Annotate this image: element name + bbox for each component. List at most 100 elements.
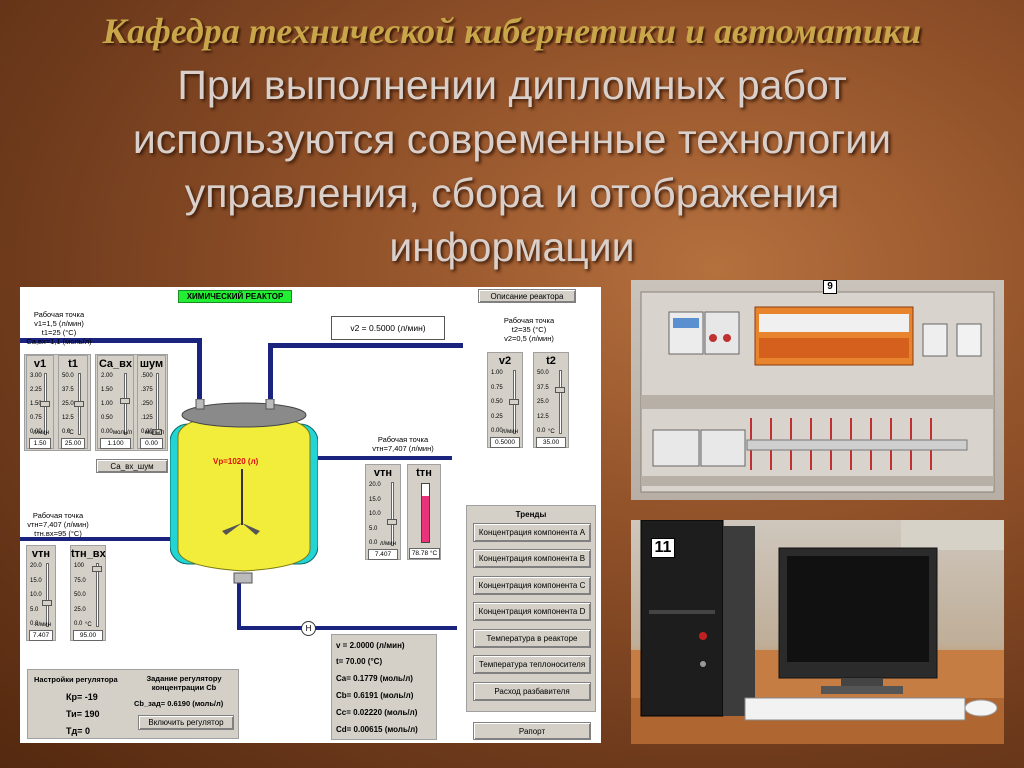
reactor-description-button[interactable]: Описание реактора [478,289,576,303]
regulator-td: Тд= 0 [66,726,90,736]
jacket-op-vtn: vтн=7,407 (л/мин) [372,444,434,453]
trend-button-component-d[interactable]: Концентрация компонента D [473,602,591,621]
left-op-title: Рабочая точка [33,310,85,319]
slider-ca-value: 1.100 [100,438,131,449]
slider-ca-unit: моль/л [113,430,133,436]
report-button[interactable]: Рапорт [473,722,591,740]
coolant-op-title: Рабочая точка [32,511,84,520]
result-t: t= 70.00 (°C) [336,657,383,666]
control-panel-photo: 9 [631,280,1004,500]
slider-noise-unit: моль/л [145,430,165,436]
slider-noise-tick: .250 [141,401,153,407]
slider-v1-tick: 3.00 [30,373,42,379]
slider-ca-handle[interactable] [120,398,130,405]
right-operating-point: Рабочая точка t2=35 (°C) v2=0,5 (л/мин) [494,316,564,343]
trend-button-coolant-temp[interactable]: Температура теплоносителя [473,655,591,674]
slider-noise-tick: .125 [141,415,153,421]
trend-button-component-b[interactable]: Концентрация компонента В [473,549,591,568]
slider-ttn_vh-tick: 0.0 [74,621,83,627]
slider-t2-value: 35.00 [536,437,566,448]
control-panel-illustration [640,291,995,493]
trend-button-diluent-flow[interactable]: Расход разбавителя [473,682,591,701]
result-ca: Ca= 0.1779 (моль/л) [336,674,413,683]
title-line-1: При выполнении дипломных работ [177,62,847,108]
regulator-settings-title: Настройки регулятора [34,675,118,684]
slider-t2-handle[interactable] [555,387,565,394]
slider-vtn_left-tick: 15.0 [30,577,42,584]
slider-vtn_left-tick: 5.0 [30,606,39,613]
slider-v1-handle[interactable] [40,401,50,407]
slider-ttn_vh-tick: 75.0 [74,577,86,584]
slider-vtn_left-tick: 10.0 [30,592,42,598]
result-v: v = 2.0000 (л/мин) [336,641,405,650]
slider-t1-tick: 12.5 [62,415,74,421]
slider-vtn_mid-track[interactable] [391,482,394,546]
slider-vtn_left-title: vтн [31,548,51,560]
pc-photo-badge: 11 [651,538,675,558]
slider-t2-tick: 25.0 [537,399,549,405]
slider-ttn_vh-tick: 50.0 [74,592,86,598]
slider-t1-handle[interactable] [74,401,84,407]
slider-vtn_mid-tick: 10.0 [369,511,381,517]
ttn-gauge-fill [422,496,429,542]
slider-t2-tick: 12.5 [537,413,549,420]
v2-display: v2 = 0.5000 (л/мин) [331,316,445,340]
trend-button-reactor-temp[interactable]: Температура в реакторе [473,629,591,648]
left-op-v1: v1=1,5 (л/мин) [34,319,84,328]
enable-regulator-button[interactable]: Включить регулятор [138,715,234,730]
regulator-panel: Настройки регулятора Кр= -19 Ти= 190 Тд=… [27,669,239,739]
trend-button-component-a[interactable]: Концентрация компонента А [473,523,591,542]
slider-noise-track[interactable] [156,373,159,435]
slider-v1-value: 1.50 [29,438,51,449]
coolant-op-ttn: tтн.вх=95 (°C) [34,529,82,538]
slider-vtn_mid-handle[interactable] [387,518,397,525]
left-operating-point: Рабочая точка v1=1,5 (л/мин) t1=25 (°C) … [23,310,95,346]
slider-noise-tick: 0.00 [141,429,153,435]
slider-ttn_vh-handle[interactable] [92,565,102,572]
slider-vtn_left-unit: л/мин [35,622,51,628]
result-cb: Cb= 0.6191 (моль/л) [336,691,414,700]
department-title: Кафедра технической кибернетики и автома… [102,11,922,51]
slider-vtn_left-track[interactable] [46,563,49,627]
slider-vtn_mid-tick: 20.0 [369,482,381,488]
slider-v2-tick: 0.50 [491,399,503,405]
slider-vtn_mid-unit: л/мин [380,541,396,547]
slider-ttn_vh-track[interactable] [96,563,99,627]
slide-title: При выполнении дипломных работ использую… [40,58,984,274]
ttn-gauge-tube [421,483,430,543]
ca-noise-button[interactable]: Са_вх_шум [96,459,168,473]
slider-ca-tick: 0.00 [101,429,113,435]
slider-noise-handle[interactable] [152,429,162,435]
slider-ca-tick: 1.50 [101,387,113,393]
left-op-t1: t1=25 (°C) [41,328,77,337]
slider-t2-tick: 50.0 [537,370,549,376]
slider-noise-value: 0.00 [140,438,163,449]
panel-photo-badge: 9 [823,280,837,294]
ttn-gauge-value: 78.78 °C [409,548,440,559]
outlet-pipe-h [237,626,457,630]
trend-button-component-c[interactable]: Концентрация компонента С [473,576,591,595]
slider-v2-tick: 1.00 [491,370,503,376]
coolant-op-vtn: vтн=7,407 (л/мин) [27,520,89,529]
slider-t2-track[interactable] [559,370,562,434]
slider-v2-tick: 0.25 [491,413,503,420]
jacket-op-title: Рабочая точка [377,435,429,444]
right-op-t2: t2=35 (°C) [511,325,547,334]
reactor-vessel [170,399,318,584]
computer-photo: 11 [631,520,1004,744]
slider-vtn_mid-tick: 0.0 [369,540,378,546]
h-valve-symbol: H [301,621,316,636]
slider-v2-handle[interactable] [509,399,519,405]
slider-t1-unit: °C [67,430,74,436]
slider-vtn_left-handle[interactable] [42,599,52,606]
result-cc: Cc= 0.02220 (моль/л) [336,708,418,717]
